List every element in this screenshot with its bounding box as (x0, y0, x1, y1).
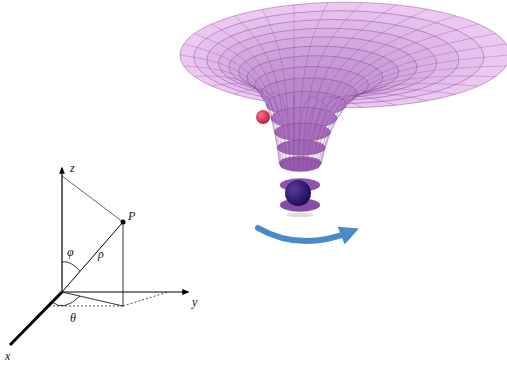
axis-label: P (128, 210, 135, 222)
gravity-well (180, 2, 507, 211)
axis-label: φ (67, 246, 74, 258)
large-mass (285, 180, 311, 206)
axis-label: z (70, 162, 75, 174)
axis-label: ρ (98, 248, 104, 260)
rotation-arrow (258, 228, 350, 241)
axis-label: y (192, 296, 197, 308)
coordinate-axes (10, 168, 188, 345)
axis-label: θ (70, 312, 76, 324)
shadow (286, 213, 314, 217)
small-mass (256, 110, 270, 124)
axis-label: x (5, 350, 10, 362)
